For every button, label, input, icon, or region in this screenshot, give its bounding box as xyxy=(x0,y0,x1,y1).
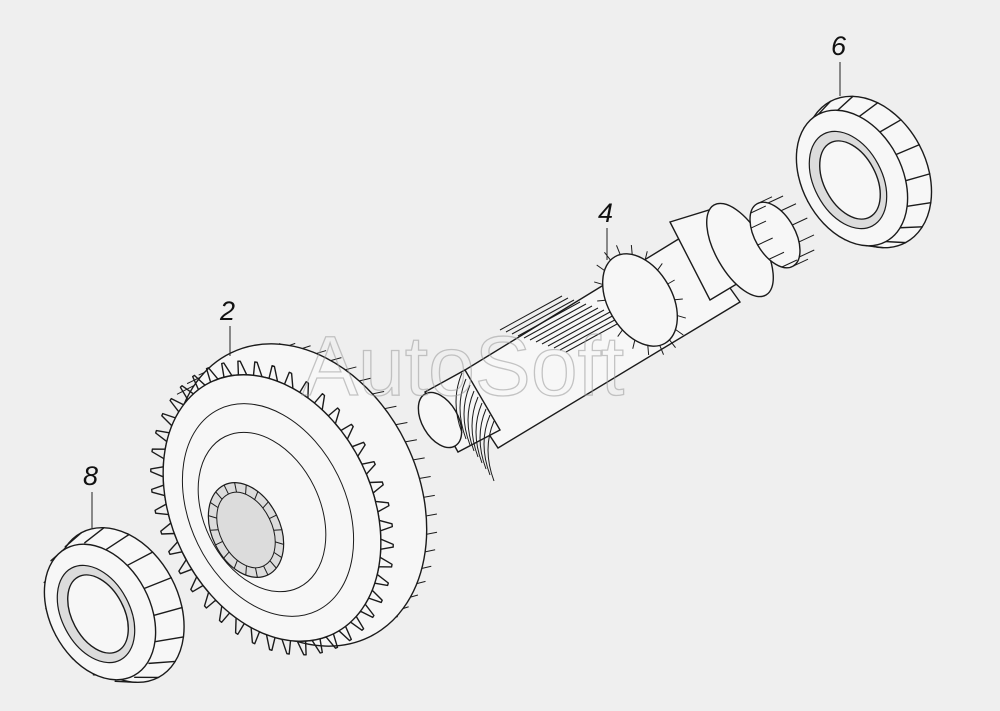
callout-8: 8 xyxy=(83,461,98,528)
watermark-text: AutoSoft xyxy=(302,319,624,413)
callout-label-6: 6 xyxy=(831,31,847,61)
bearing-6 xyxy=(795,95,933,249)
callout-label-2: 2 xyxy=(219,296,235,326)
callout-4: 4 xyxy=(598,198,613,260)
callout-2: 2 xyxy=(219,296,235,356)
callout-label-4: 4 xyxy=(598,198,613,228)
callout-label-8: 8 xyxy=(83,461,98,491)
bearing-8 xyxy=(43,526,185,684)
gear-2 xyxy=(150,342,438,656)
shaft-4 xyxy=(417,195,815,482)
callout-6: 6 xyxy=(831,31,847,96)
